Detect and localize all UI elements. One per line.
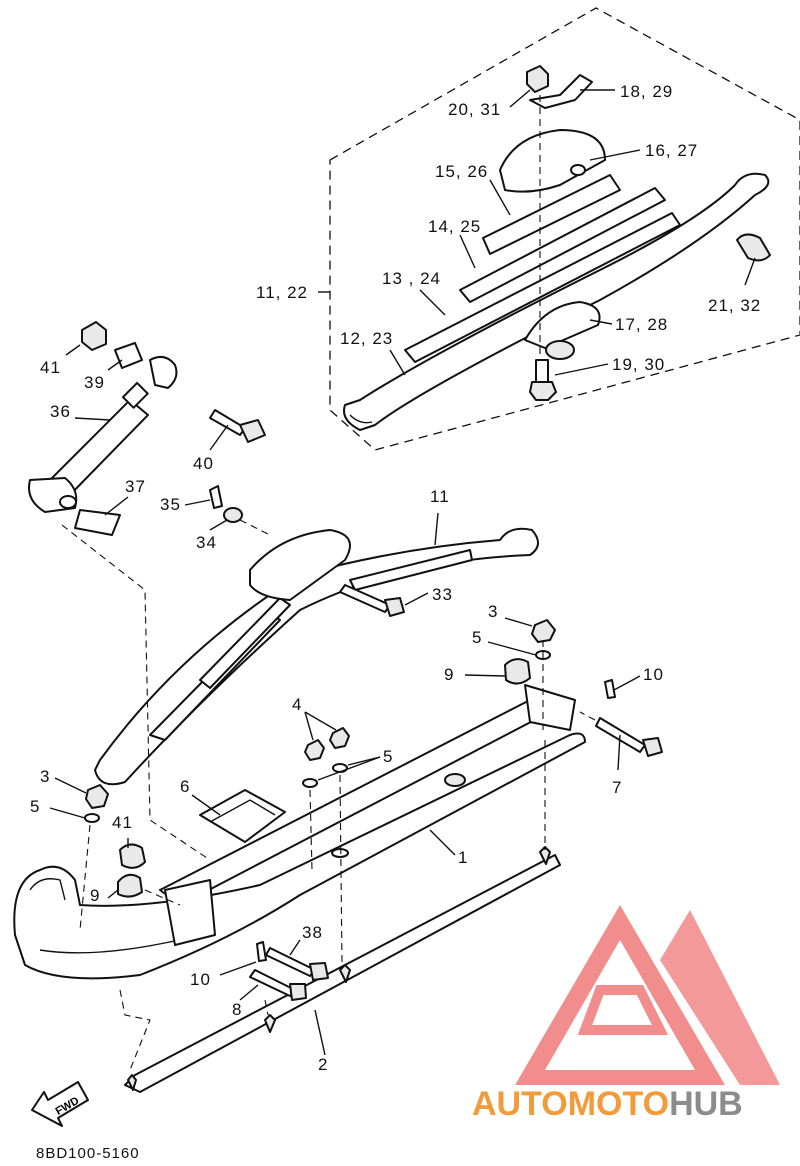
callout-36: 36	[50, 402, 71, 421]
watermark-text: AUTOMOTOHUB	[472, 1085, 743, 1123]
callout-3-right: 3	[488, 602, 498, 621]
callout-34: 34	[196, 533, 217, 552]
callout-41-bottom: 41	[112, 813, 133, 832]
callout-15-26: 15, 26	[435, 162, 488, 181]
callout-2: 2	[318, 1055, 328, 1074]
callout-39: 39	[84, 373, 105, 392]
exploded-leaf-spring	[343, 65, 771, 431]
callout-38: 38	[302, 923, 323, 942]
callout-17-28: 17, 28	[615, 315, 668, 334]
callout-37: 37	[125, 477, 146, 496]
assembled-leaf-spring	[94, 527, 539, 786]
callout-8: 8	[232, 1000, 242, 1019]
callout-10-left: 10	[190, 970, 211, 989]
callout-6: 6	[180, 777, 190, 796]
callout-5-left: 5	[30, 797, 40, 816]
callout-4: 4	[292, 695, 302, 714]
watermark-logo	[515, 905, 780, 1085]
callout-5-right: 5	[472, 628, 482, 647]
callout-20-31: 20, 31	[448, 100, 501, 119]
callout-11: 11	[430, 487, 450, 506]
callout-35: 35	[160, 495, 181, 514]
callout-labels: 18, 29 20, 31 16, 27 15, 26 14, 25 13 , …	[30, 82, 761, 1074]
callout-5-middle: 5	[383, 747, 393, 766]
callout-33: 33	[432, 585, 453, 604]
callout-16-27: 16, 27	[645, 141, 698, 160]
callout-3-left: 3	[40, 767, 50, 786]
callout-41-top: 41	[40, 358, 61, 377]
callout-9-right: 9	[444, 665, 454, 684]
callout-21-32: 21, 32	[708, 296, 761, 315]
callout-7: 7	[612, 778, 622, 797]
bolt-40	[209, 409, 266, 443]
callout-11-22: 11, 22	[256, 283, 308, 302]
callout-18-29: 18, 29	[620, 82, 673, 101]
leader-lines	[49, 89, 756, 1056]
assembly-lines	[61, 519, 596, 1071]
callout-13-24: 13 , 24	[382, 269, 441, 288]
fwd-arrow: FWD	[31, 1081, 89, 1127]
callout-14-25: 14, 25	[428, 217, 481, 236]
callout-9-left: 9	[90, 886, 100, 905]
leaf-spring-detail-box	[329, 7, 800, 451]
pin-35-nut-34	[209, 485, 243, 523]
callout-10-right: 10	[643, 665, 664, 684]
callout-19-30: 19, 30	[612, 355, 665, 374]
callout-1: 1	[458, 848, 468, 867]
shock-absorber	[28, 321, 178, 536]
diagram-code: 8BD100-5160	[36, 1145, 140, 1162]
callout-12-23: 12, 23	[340, 329, 393, 348]
callout-40: 40	[193, 454, 214, 473]
